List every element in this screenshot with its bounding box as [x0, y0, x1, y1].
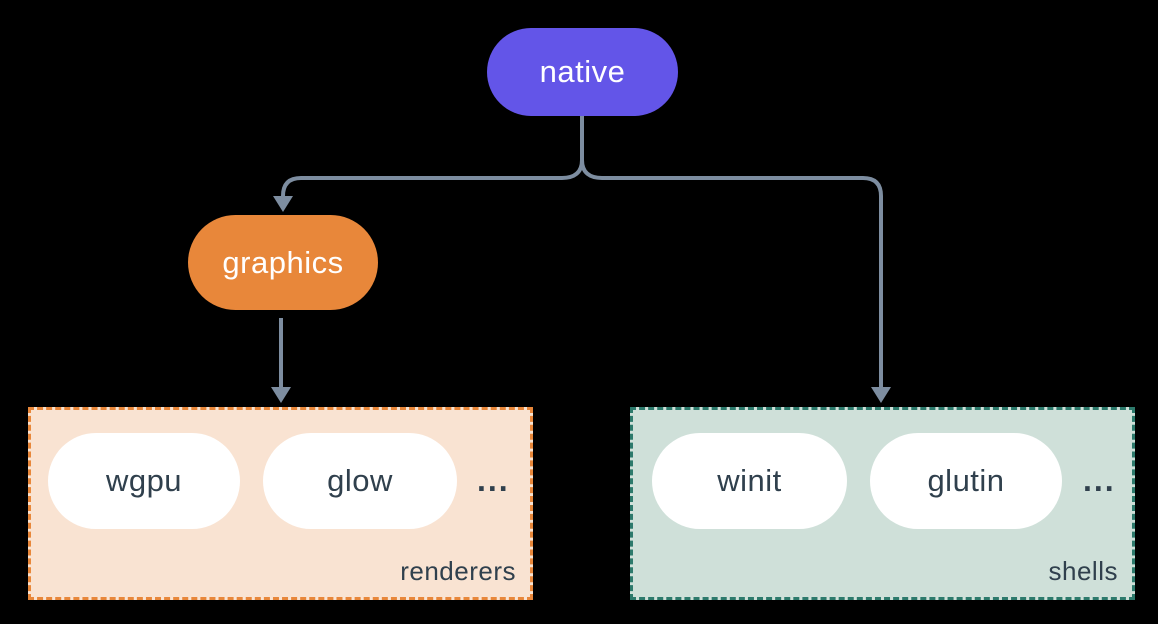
node-wgpu: wgpu — [48, 433, 240, 529]
renderers-group-label: renderers — [400, 556, 516, 586]
shells-ellipsis: ... — [1083, 462, 1116, 498]
node-winit-label: winit — [717, 463, 782, 498]
node-wgpu-label: wgpu — [105, 463, 183, 498]
arrowhead-shells — [871, 387, 891, 403]
node-graphics-label: graphics — [222, 244, 344, 280]
shells-group-label: shells — [1048, 556, 1118, 586]
node-native: native — [487, 28, 678, 116]
group-renderers: wgpu glow ... renderers — [28, 407, 533, 600]
node-winit: winit — [652, 433, 847, 529]
node-glutin: glutin — [870, 433, 1062, 529]
arrowhead-graphics — [273, 196, 293, 212]
node-native-label: native — [539, 54, 626, 89]
edge-native-to-shells — [580, 116, 883, 388]
node-graphics: graphics — [188, 215, 378, 310]
renderers-ellipsis: ... — [477, 462, 510, 498]
node-glow: glow — [263, 433, 457, 529]
edge-native-to-graphics — [281, 116, 584, 197]
group-shells: winit glutin ... shells — [630, 407, 1135, 600]
node-glutin-label: glutin — [927, 463, 1005, 498]
node-glow-label: glow — [327, 463, 393, 498]
arrowhead-renderers — [271, 387, 291, 403]
